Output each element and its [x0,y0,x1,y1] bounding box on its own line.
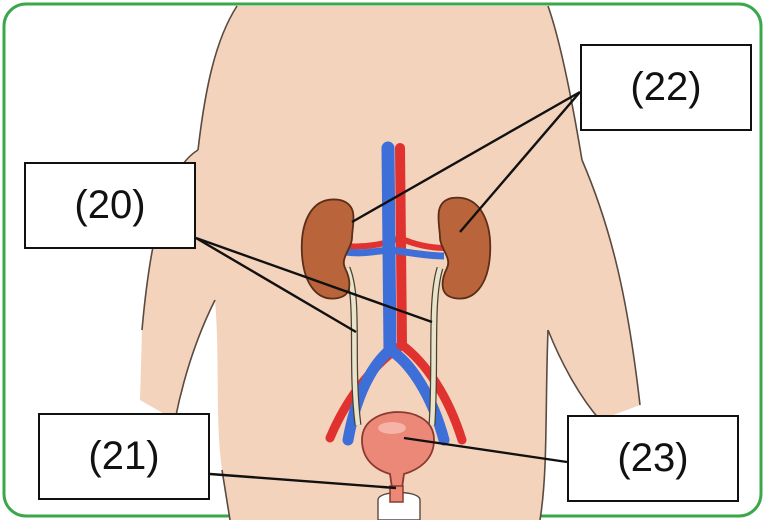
label-22-text: (22) [630,65,701,110]
label-box-20: (20) [24,162,196,249]
kidney-right [438,198,490,299]
label-20-text: (20) [74,183,145,228]
label-box-23: (23) [567,415,739,502]
label-box-21: (21) [38,413,210,500]
label-21-text: (21) [88,434,159,479]
label-23-text: (23) [617,436,688,481]
label-box-22: (22) [580,44,752,131]
